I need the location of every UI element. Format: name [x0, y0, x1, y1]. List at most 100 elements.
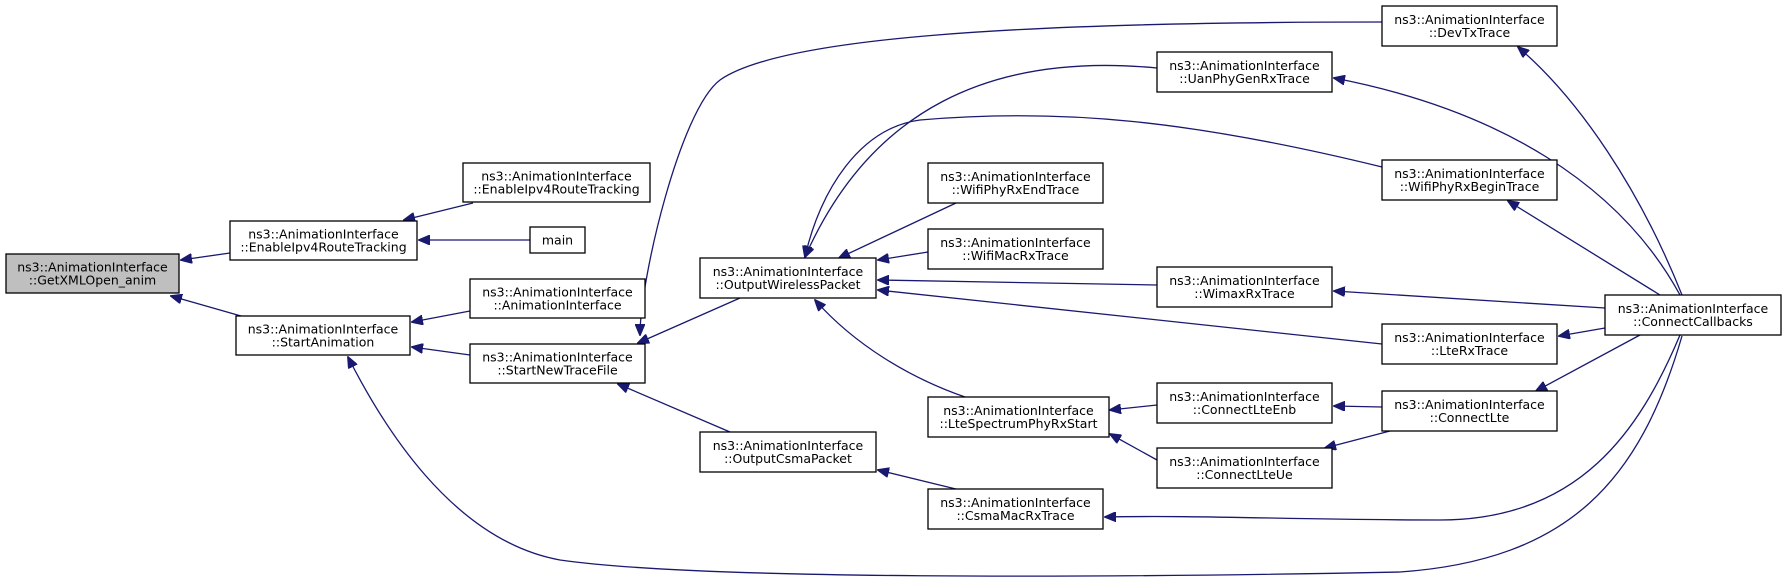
node-wifiend[interactable]: ns3::AnimationInterface::WifiPhyRxEndTra… [927, 162, 1104, 204]
edge-conncb-to-wifibegin [1508, 201, 1661, 296]
node-label-line: ns3::AnimationInterface [713, 264, 864, 279]
node-label-line: ::LteSpectrumPhyRxStart [939, 416, 1097, 431]
node-enableipv4[interactable]: ns3::AnimationInterface::EnableIpv4Route… [229, 220, 418, 261]
node-label-line: ::LteRxTrace [1431, 343, 1509, 358]
node-box [235, 315, 411, 356]
node-box [469, 343, 646, 384]
node-label-line: ns3::AnimationInterface [1394, 12, 1545, 27]
node-box [1381, 390, 1558, 432]
nodes-layer: ns3::AnimationInterface::GetXMLOpen_anim… [5, 5, 1782, 530]
node-enableipv4b[interactable]: ns3::AnimationInterface::EnableIpv4Route… [462, 162, 651, 203]
node-label-line: ::WifiMacRxTrace [962, 248, 1069, 263]
node-wifimac[interactable]: ns3::AnimationInterface::WifiMacRxTrace [927, 228, 1104, 270]
node-label-line: ns3::AnimationInterface [940, 495, 1091, 510]
node-label-line: ns3::AnimationInterface [1169, 389, 1320, 404]
node-label-line: ::WimaxRxTrace [1194, 286, 1295, 301]
edge-wifimac-to-outwireless [878, 251, 929, 260]
node-box [927, 488, 1104, 530]
node-label-line: ns3::AnimationInterface [481, 169, 632, 184]
node-label-line: ::ConnectLteEnb [1193, 402, 1296, 417]
edge-animiface-to-startanim [412, 310, 471, 322]
node-label-line: ::StartAnimation [272, 335, 375, 350]
node-label-line: ns3::AnimationInterface [482, 285, 633, 300]
edge-enableipv4b-to-enableipv4 [404, 202, 474, 220]
node-lterx[interactable]: ns3::AnimationInterface::LteRxTrace [1381, 323, 1558, 365]
edge-conncb-to-connlte [1536, 334, 1641, 391]
node-label-line: ::ConnectLteUe [1196, 467, 1293, 482]
node-connlte[interactable]: ns3::AnimationInterface::ConnectLte [1381, 390, 1558, 432]
node-box [229, 220, 418, 261]
node-connlteue[interactable]: ns3::AnimationInterface::ConnectLteUe [1156, 447, 1333, 489]
node-box [469, 278, 646, 319]
edge-lterx-to-outwireless [878, 290, 1383, 345]
node-outwireless[interactable]: ns3::AnimationInterface::OutputWirelessP… [699, 257, 877, 299]
node-devtx[interactable]: ns3::AnimationInterface::DevTxTrace [1381, 5, 1558, 47]
node-box [1156, 447, 1333, 489]
node-label-line: ns3::AnimationInterface [1169, 273, 1320, 288]
edge-startanim-to-getxml [171, 296, 249, 319]
edge-csmamac-to-outcsma [878, 470, 961, 491]
edge-outcsma-to-startnew [618, 384, 731, 433]
edge-connlte-to-connlteue [1325, 430, 1391, 448]
node-label-line: ns3::AnimationInterface [713, 438, 864, 453]
node-label-line: ::WifiPhyRxBeginTrace [1400, 179, 1540, 194]
node-label-line: ::OutputWirelessPacket [715, 277, 860, 292]
node-box [1604, 294, 1782, 336]
node-main[interactable]: main [529, 226, 586, 254]
node-label-line: ns3::AnimationInterface [1618, 301, 1769, 316]
edge-conncb-to-csmamac [1105, 334, 1681, 520]
edge-connltenb-to-ltespec [1110, 405, 1158, 410]
node-startnew[interactable]: ns3::AnimationInterface::StartNewTraceFi… [469, 343, 646, 384]
node-ltespec[interactable]: ns3::AnimationInterface::LteSpectrumPhyR… [927, 396, 1110, 438]
node-label-line: ::ConnectCallbacks [1633, 314, 1753, 329]
node-label-line: ns3::AnimationInterface [940, 169, 1091, 184]
edge-enableipv4-to-getxml [181, 252, 231, 260]
node-csmamac[interactable]: ns3::AnimationInterface::CsmaMacRxTrace [927, 488, 1104, 530]
node-animiface[interactable]: ns3::AnimationInterface::AnimationInterf… [469, 278, 646, 319]
edge-connlte-to-connltenb [1334, 406, 1383, 407]
node-label-line: ::GetXMLOpen_anim [29, 273, 156, 288]
node-wifibegin[interactable]: ns3::AnimationInterface::WifiPhyRxBeginT… [1381, 159, 1558, 201]
node-box [1156, 51, 1333, 93]
node-box [927, 228, 1104, 270]
node-label-line: ns3::AnimationInterface [1169, 454, 1320, 469]
node-label-line: ::WifiPhyRxEndTrace [952, 182, 1080, 197]
node-wimax[interactable]: ns3::AnimationInterface::WimaxRxTrace [1156, 266, 1333, 308]
node-label-line: ns3::AnimationInterface [1394, 397, 1545, 412]
node-getxml[interactable]: ns3::AnimationInterface::GetXMLOpen_anim [5, 253, 180, 294]
node-box [1381, 323, 1558, 365]
node-label-line: ns3::AnimationInterface [1169, 58, 1320, 73]
node-outcsma[interactable]: ns3::AnimationInterface::OutputCsmaPacke… [699, 431, 877, 473]
node-label-line: ns3::AnimationInterface [1394, 330, 1545, 345]
edge-wifibegin-to-outwireless [805, 115, 1383, 257]
node-label-line: ::EnableIpv4RouteTracking [240, 240, 406, 255]
node-startanim[interactable]: ns3::AnimationInterface::StartAnimation [235, 315, 411, 356]
edge-devtx-to-startnew [640, 21, 1383, 335]
node-box [699, 257, 877, 299]
node-label-line: ::AnimationInterface [493, 298, 621, 313]
node-label-line: ns3::AnimationInterface [943, 403, 1094, 418]
node-label-line: ns3::AnimationInterface [17, 260, 168, 275]
node-box [5, 253, 180, 294]
node-box [1381, 159, 1558, 201]
node-label-line: main [542, 233, 573, 248]
node-connltenb[interactable]: ns3::AnimationInterface::ConnectLteEnb [1156, 382, 1333, 424]
node-box [927, 162, 1104, 204]
node-label-line: ns3::AnimationInterface [248, 322, 399, 337]
node-box [927, 396, 1110, 438]
edge-conncb-to-uanphy [1334, 78, 1681, 296]
node-uanphy[interactable]: ns3::AnimationInterface::UanPhyGenRxTrac… [1156, 51, 1333, 93]
edge-conncb-to-devtx [1518, 47, 1683, 296]
node-label-line: ::CsmaMacRxTrace [956, 508, 1074, 523]
node-label-line: ::OutputCsmaPacket [724, 451, 852, 466]
node-conncb[interactable]: ns3::AnimationInterface::ConnectCallback… [1604, 294, 1782, 336]
node-box [1156, 382, 1333, 424]
edge-outwireless-to-startnew [638, 297, 741, 343]
node-label-line: ::StartNewTraceFile [497, 363, 618, 378]
edge-conncb-to-lterx [1559, 327, 1606, 336]
edge-connlteue-to-ltespec [1110, 434, 1158, 461]
edge-startnew-to-startanim [412, 347, 471, 356]
node-label-line: ::EnableIpv4RouteTracking [473, 182, 639, 197]
node-box [1381, 5, 1558, 47]
